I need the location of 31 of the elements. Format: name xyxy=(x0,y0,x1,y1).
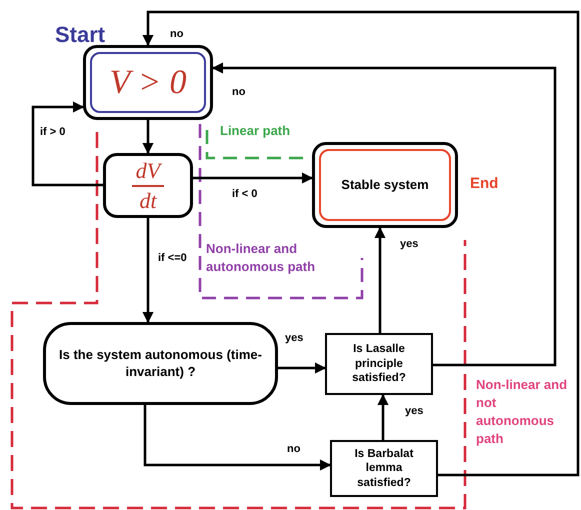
node-caption: End xyxy=(470,174,498,194)
arrow xyxy=(144,405,332,471)
arrow xyxy=(32,101,103,186)
node-label: dV xyxy=(132,157,164,186)
node-label: dt xyxy=(138,186,158,214)
decision-box xyxy=(43,322,278,405)
arrow xyxy=(142,120,154,154)
decision-box xyxy=(325,333,433,395)
end-box xyxy=(312,142,458,228)
arrow xyxy=(142,10,580,476)
start-box xyxy=(83,45,213,120)
decision-box xyxy=(330,440,438,497)
arrow xyxy=(142,218,154,324)
node-label: Stable system xyxy=(341,176,429,194)
node-label: V > 0 xyxy=(109,66,187,100)
node-label: Is the system autonomous (time-invariant) ? xyxy=(58,347,263,380)
edge-label: yes xyxy=(405,405,424,419)
process-box xyxy=(103,153,193,218)
path-label: Linear path xyxy=(220,122,292,140)
arrow xyxy=(377,394,389,440)
path-label: Non-linear and autonomous path xyxy=(206,240,316,276)
arrow xyxy=(193,172,314,184)
arrow xyxy=(278,362,326,374)
node-label: Is Barbalat lemma satisfied? xyxy=(354,446,414,490)
path-label: Non-linear and not autonomous path xyxy=(476,376,568,448)
edge-label: yes xyxy=(285,332,304,346)
node-label: Is Lasalle principle satisfied? xyxy=(351,342,407,386)
arrow xyxy=(374,226,386,333)
node-caption: Start xyxy=(55,21,106,49)
edge-label: yes xyxy=(400,238,418,252)
arrow xyxy=(212,62,556,366)
